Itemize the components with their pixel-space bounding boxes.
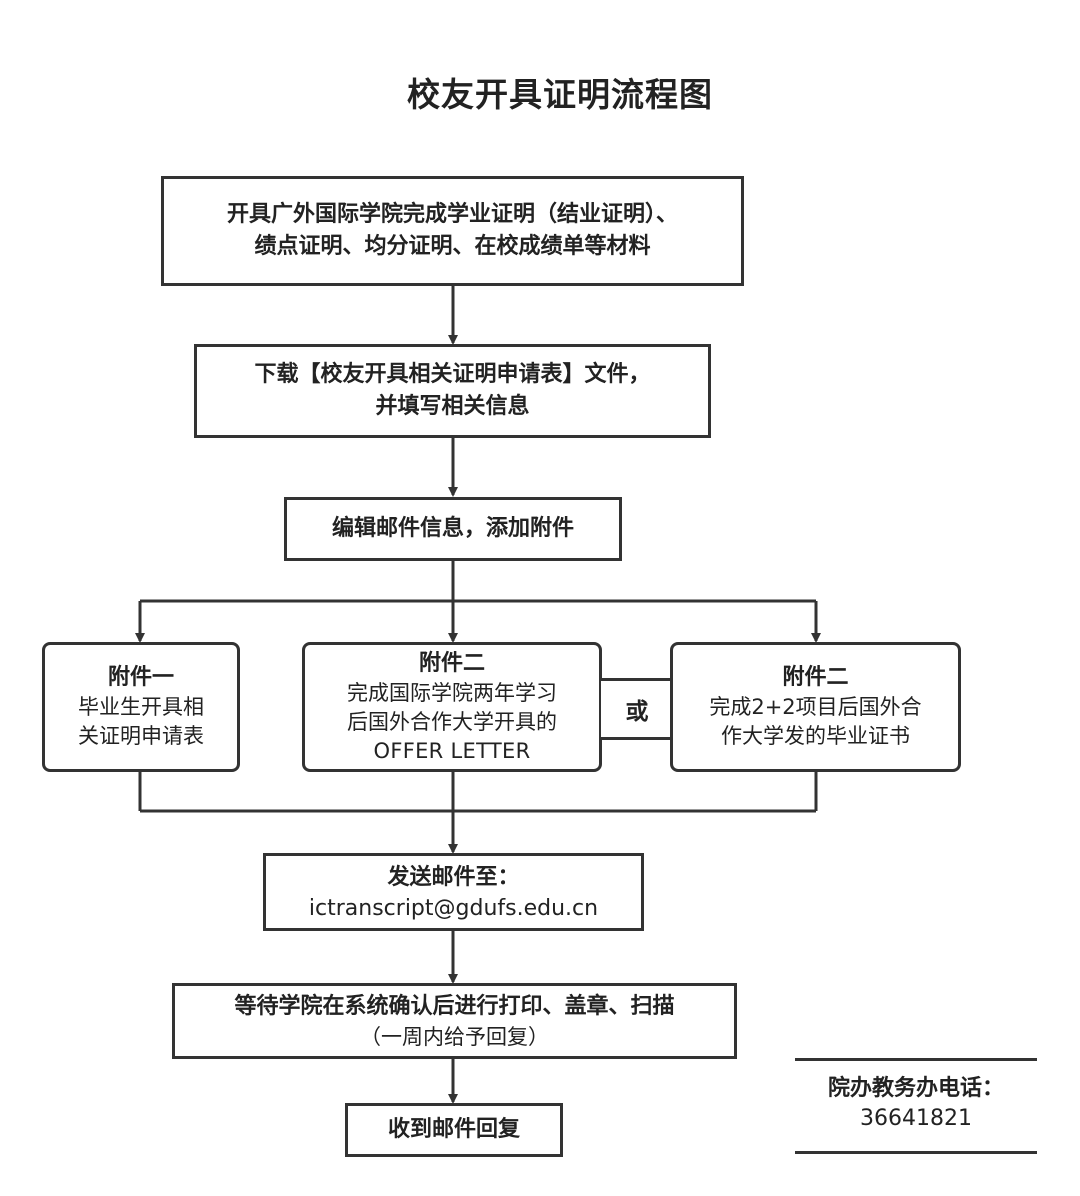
contact-block: 院办教务办电话： 36641821 xyxy=(795,1058,1037,1154)
step-issue-certificates-line2: 绩点证明、均分证明、在校成绩单等材料 xyxy=(254,234,651,259)
step-receive-reply-line1: 收到邮件回复 xyxy=(387,1117,520,1142)
attachment-1: 附件一 毕业生开具相 关证明申请表 xyxy=(42,642,240,772)
step-download-form: 下载【校友开具相关证明申请表】文件， 并填写相关信息 xyxy=(194,344,711,438)
attachment-3: 附件二 完成2+2项目后国外合 作大学发的毕业证书 xyxy=(670,642,961,772)
step-wait-processing-line1: 等待学院在系统确认后进行打印、盖章、扫描 xyxy=(234,993,675,1019)
step-issue-certificates-line1: 开具广外国际学院完成学业证明（结业证明）、 xyxy=(226,202,678,227)
step-download-form-line1: 下载【校友开具相关证明申请表】文件， xyxy=(254,362,651,387)
attachment-2-line3: OFFER LETTER xyxy=(373,738,531,763)
contact-label: 院办教务办电话： xyxy=(827,1076,1004,1101)
attachment-1-line1: 毕业生开具相 xyxy=(78,695,204,719)
contact-bottom-rule xyxy=(795,1151,1037,1154)
attachment-2-line1: 完成国际学院两年学习 xyxy=(347,680,557,705)
step-receive-reply: 收到邮件回复 xyxy=(345,1103,563,1157)
step-compose-email-line1: 编辑邮件信息，添加附件 xyxy=(331,516,574,541)
attachment-1-line2: 关证明申请表 xyxy=(78,724,204,748)
attachment-3-line2: 作大学发的毕业证书 xyxy=(721,724,910,748)
attachment-2-line2: 后国外合作大学开具的 xyxy=(347,709,557,734)
contact-phone: 36641821 xyxy=(860,1106,972,1131)
or-label: 或 xyxy=(625,699,649,725)
diagram-title: 校友开具证明流程图 xyxy=(407,75,713,114)
attachment-1-title: 附件一 xyxy=(107,665,174,690)
attachment-3-title: 附件二 xyxy=(782,665,849,690)
step-wait-processing: 等待学院在系统确认后进行打印、盖章、扫描 （一周内给予回复） xyxy=(172,983,737,1059)
contact-top-rule xyxy=(795,1058,1037,1061)
step-send-email: 发送邮件至： ictranscript@gdufs.edu.cn xyxy=(263,853,644,931)
step-compose-email: 编辑邮件信息，添加附件 xyxy=(284,497,622,561)
attachment-2: 附件二 完成国际学院两年学习 后国外合作大学开具的 OFFER LETTER xyxy=(302,642,602,772)
attachment-2-title: 附件二 xyxy=(418,650,485,676)
step-download-form-line2: 并填写相关信息 xyxy=(375,394,530,419)
step-wait-processing-line2: （一周内给予回复） xyxy=(360,1024,549,1049)
step-issue-certificates: 开具广外国际学院完成学业证明（结业证明）、 绩点证明、均分证明、在校成绩单等材料 xyxy=(161,176,744,286)
attachment-3-line1: 完成2+2项目后国外合 xyxy=(709,695,922,719)
step-send-email-line1: 发送邮件至： xyxy=(387,864,520,890)
step-send-email-address: ictranscript@gdufs.edu.cn xyxy=(308,895,599,921)
or-connector xyxy=(601,678,673,740)
